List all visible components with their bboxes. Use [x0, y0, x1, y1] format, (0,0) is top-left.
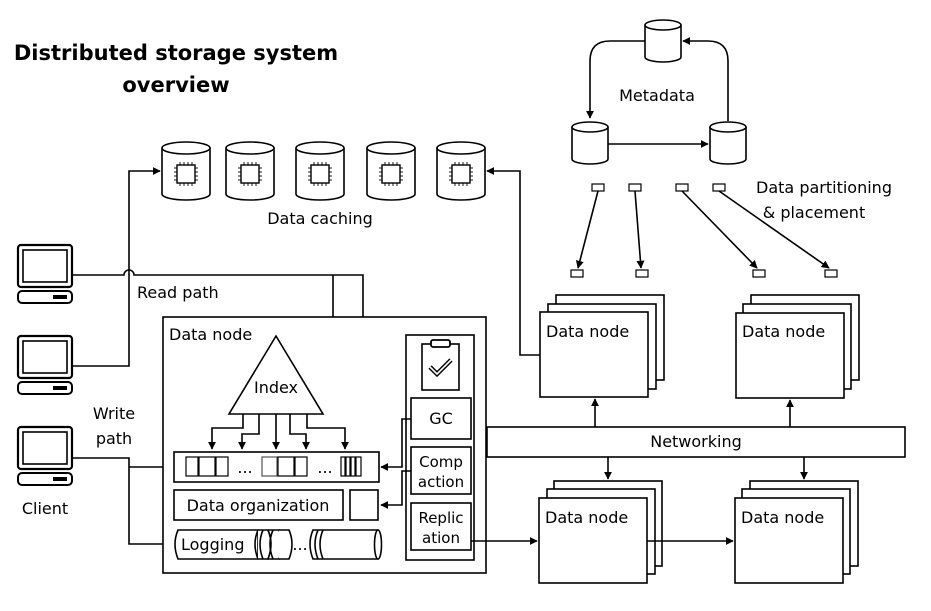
cache-cylinder-3	[295, 141, 345, 201]
compaction-label-line1: Comp	[419, 453, 463, 471]
diagram-title-line2: overview	[122, 73, 229, 97]
networking-arrows	[591, 398, 808, 480]
compaction-label-line2: action	[418, 473, 464, 491]
remote-data-node-4	[734, 480, 859, 584]
client-computer-icon-1	[16, 243, 74, 305]
cache-cylinders	[161, 141, 486, 201]
metadata-label: Metadata	[619, 86, 695, 105]
replication-box	[410, 502, 472, 551]
chip-icon	[448, 161, 474, 187]
blocks-ellipsis-2: ...	[317, 458, 332, 477]
index-label: Index	[254, 378, 298, 397]
partition-target-3	[752, 269, 766, 278]
chip-icon	[173, 161, 199, 187]
data-caching-label: Data caching	[267, 209, 373, 228]
chip-icon	[378, 161, 404, 187]
compaction-arrow	[380, 470, 411, 509]
write-path-lines	[72, 457, 173, 548]
logging-ellipsis: ...	[292, 535, 307, 554]
logging-label: Logging	[181, 535, 244, 554]
remote-data-node-2-label: Data node	[742, 322, 825, 341]
write-path-label-line1: Write	[93, 404, 135, 423]
data-blocks	[185, 456, 362, 477]
clipboard-check-icon	[421, 339, 460, 391]
data-organization-label: Data organization	[187, 496, 330, 515]
replication-label-line1: Replic	[418, 509, 463, 527]
logging-segments	[174, 529, 383, 560]
remote-data-node-2	[735, 294, 860, 399]
metadata-db-top	[644, 19, 682, 63]
cache-cylinder-2	[225, 141, 275, 201]
gc-label: GC	[429, 409, 453, 428]
remote-data-node-1-label: Data node	[546, 322, 629, 341]
cache-cylinder-5	[436, 141, 486, 201]
partition-source-1	[591, 183, 605, 192]
metadata-cluster	[571, 19, 747, 165]
gc-box	[410, 397, 472, 440]
metadata-arrow-right-to-top	[682, 37, 729, 121]
partition-source-3	[675, 183, 689, 192]
data-organization-box	[173, 489, 344, 521]
metadata-db-right	[709, 121, 747, 165]
cache-cylinder-1	[161, 141, 211, 201]
metadata-db-left	[571, 121, 609, 165]
partition-mapping	[570, 183, 838, 278]
partition-target-4	[824, 269, 838, 278]
metadata-arrow-top-to-left	[586, 40, 645, 119]
remote-data-node-4-label: Data node	[741, 508, 824, 527]
remote-data-node-3-label: Data node	[545, 508, 628, 527]
blocks-ellipsis-1: ...	[237, 458, 252, 477]
networking-bar	[486, 426, 906, 458]
client-label: Client	[22, 499, 68, 518]
read-path-label: Read path	[137, 283, 219, 302]
data-organization-side-box	[349, 489, 379, 521]
compaction-box	[410, 446, 472, 495]
partition-source-4	[712, 183, 726, 192]
cache-cylinder-4	[366, 141, 416, 201]
main-data-node-label: Data node	[169, 325, 252, 344]
partitioning-label-line2: & placement	[763, 203, 865, 222]
partition-source-2	[628, 183, 642, 192]
chip-icon	[237, 161, 263, 187]
partitioning-label-line1: Data partitioning	[756, 178, 892, 197]
node-to-cache-arrow	[486, 167, 540, 356]
diagram-title-line1: Distributed storage system	[14, 41, 338, 65]
networking-label: Networking	[650, 432, 742, 451]
client-computer-icon-2	[16, 334, 74, 396]
gc-arrow	[380, 418, 411, 471]
remote-data-node-1	[539, 294, 665, 398]
write-path-label-line2: path	[96, 429, 132, 448]
client-computer-icon-3	[16, 425, 74, 487]
partition-target-2	[635, 269, 649, 278]
partition-target-1	[570, 269, 584, 278]
chip-icon	[307, 161, 333, 187]
remote-data-node-3	[538, 480, 663, 584]
index-arrows	[208, 414, 349, 450]
replication-label-line2: ation	[422, 529, 460, 547]
